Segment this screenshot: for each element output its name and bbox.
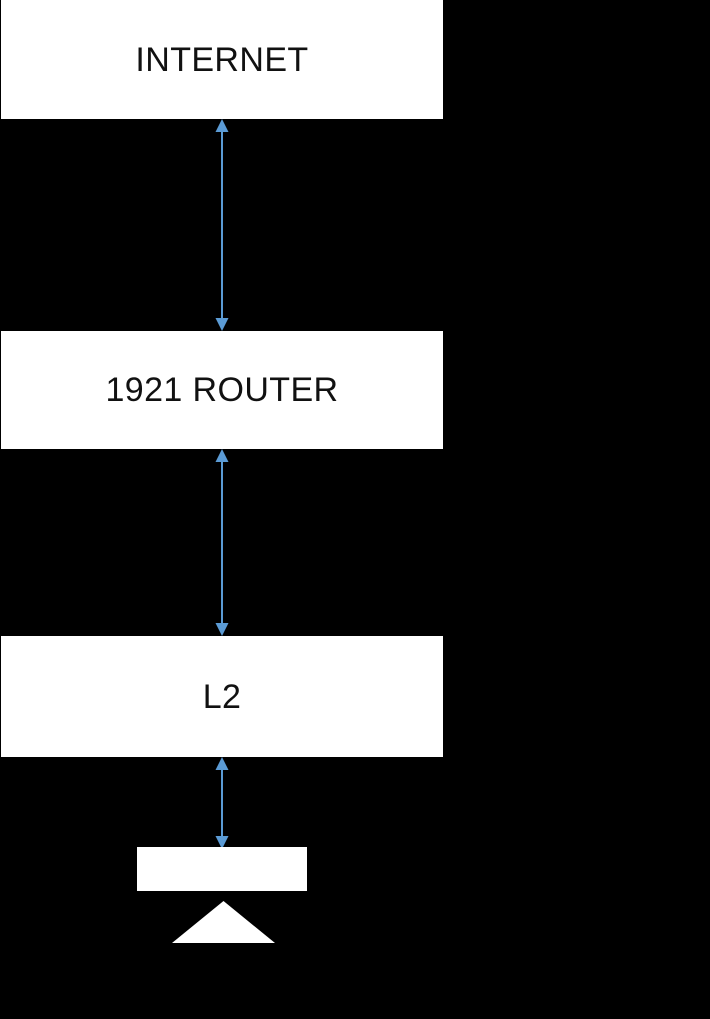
- node-endpoint-stand[interactable]: [172, 901, 275, 943]
- connector-l2-to-endpoint: [215, 757, 229, 849]
- node-internet[interactable]: INTERNET: [1, 0, 443, 119]
- node-l2-switch[interactable]: L2: [1, 636, 443, 757]
- connector-internet-to-router: [215, 119, 229, 331]
- node-router[interactable]: 1921 ROUTER: [1, 331, 443, 449]
- node-l2-switch-label: L2: [202, 677, 242, 716]
- node-endpoint-body[interactable]: [137, 847, 307, 891]
- node-router-label: 1921 ROUTER: [105, 371, 339, 409]
- node-internet-label: INTERNET: [135, 40, 309, 79]
- connector-router-to-l2: [215, 449, 229, 636]
